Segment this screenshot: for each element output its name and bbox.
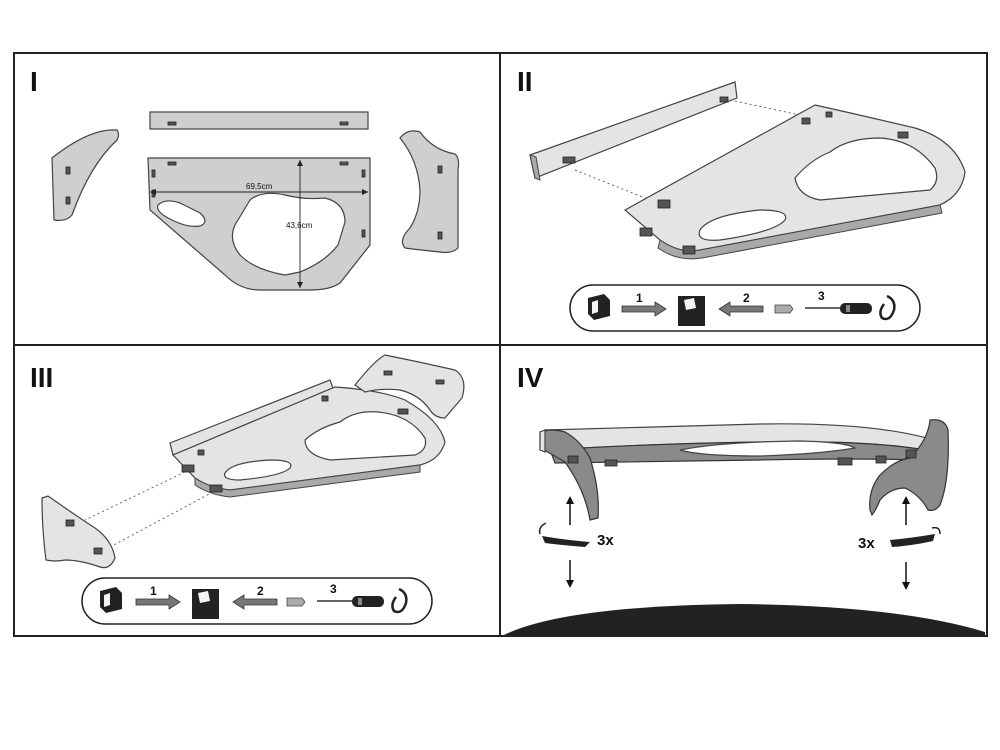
step-1-label: 1 xyxy=(636,291,643,305)
tray-clip xyxy=(197,449,205,456)
plate-clip xyxy=(151,169,156,178)
car-roof xyxy=(502,604,985,636)
right-rotate-icon xyxy=(931,526,941,535)
plate-clip xyxy=(657,199,671,209)
rail-clip xyxy=(719,96,729,103)
width-dimension-label: 69,5cm xyxy=(246,182,273,191)
plate-slot xyxy=(698,209,787,241)
panel-1: I 69,5cm 43,6cm xyxy=(30,66,460,291)
bracket-clip xyxy=(435,379,445,385)
left-lift-arrow xyxy=(566,496,574,525)
screw-icon xyxy=(774,304,794,314)
panel-4: IV 3x 3x xyxy=(502,362,985,636)
right-bracket-floating xyxy=(354,354,465,419)
plate-clip xyxy=(361,229,366,238)
plate-clip xyxy=(682,245,696,255)
rail-clip xyxy=(167,121,177,126)
left-foot-edge xyxy=(539,429,546,453)
plate-clip xyxy=(361,169,366,178)
arrow-right-icon xyxy=(135,594,181,610)
panel-grid xyxy=(13,52,988,637)
clip-open-icon xyxy=(100,587,122,613)
clip-closed-icon xyxy=(678,296,705,326)
step-2-label: 2 xyxy=(257,584,264,598)
rail-perspective xyxy=(529,81,738,179)
tray-edge xyxy=(194,464,421,498)
screw-icon xyxy=(286,597,306,607)
bracket-clip xyxy=(93,547,103,555)
assembly-guide-line xyxy=(107,491,214,549)
panel-3-number: III xyxy=(30,362,53,393)
tray-cutout xyxy=(304,411,427,461)
bracket-clip xyxy=(65,166,71,175)
tray-slot xyxy=(223,459,292,481)
clip-closed-icon xyxy=(192,589,219,619)
clip-open-icon xyxy=(588,294,610,320)
mount-clip xyxy=(567,455,579,464)
left-rotate-icon xyxy=(538,522,547,535)
plate-slot xyxy=(156,200,206,227)
left-bracket-floating xyxy=(41,495,116,569)
step-2-label: 2 xyxy=(743,291,750,305)
top-rail xyxy=(149,111,369,130)
spoiler-cutout xyxy=(679,440,857,457)
mount-clip xyxy=(604,459,618,467)
plate-clip xyxy=(897,131,909,139)
plate-clip xyxy=(801,117,811,125)
left-repeat-label: 3x xyxy=(597,532,614,549)
plate-clip xyxy=(167,161,177,166)
plate-clip xyxy=(639,227,653,237)
left-turn-icon xyxy=(542,536,590,547)
right-lift-arrow xyxy=(902,496,910,525)
left-down-arrow xyxy=(566,560,574,588)
tray-clip xyxy=(321,395,329,402)
bracket-clip xyxy=(65,519,75,527)
mount-clip xyxy=(905,449,917,459)
plate-cutout xyxy=(231,192,346,276)
right-down-arrow xyxy=(902,562,910,590)
panel-1-number: I xyxy=(30,66,38,97)
plate-cutout xyxy=(794,137,938,201)
tray-clip xyxy=(397,408,409,415)
bracket-clip xyxy=(437,231,443,240)
plate-clip xyxy=(339,161,349,166)
tray-clip xyxy=(209,484,223,493)
plate-edge xyxy=(657,204,943,260)
tray-clip xyxy=(181,464,195,473)
mount-clip xyxy=(875,455,887,464)
rail-clip xyxy=(339,121,349,126)
arrow-left-icon xyxy=(232,594,278,610)
right-repeat-label: 3x xyxy=(858,535,875,552)
screwdriver-icon xyxy=(805,303,872,314)
assembly-guide-line xyxy=(574,169,651,201)
right-turn-icon xyxy=(890,534,935,547)
screwdriver-icon xyxy=(317,596,384,607)
rotate-icon xyxy=(391,587,408,614)
mount-clip xyxy=(837,457,853,466)
right-side-bracket xyxy=(399,130,460,254)
panel-2-number: II xyxy=(517,66,533,97)
step-3-label: 3 xyxy=(818,289,825,303)
left-side-bracket xyxy=(51,129,120,222)
left-foot xyxy=(539,429,599,521)
height-dimension-label: 43,6cm xyxy=(286,221,313,230)
panel-2: II 1 2 3 xyxy=(517,66,966,332)
step-3-label: 3 xyxy=(330,582,337,596)
rotate-icon xyxy=(879,294,896,321)
rail-edge xyxy=(529,154,541,181)
bracket-clip xyxy=(383,370,393,376)
plate-clip xyxy=(825,111,833,118)
step-1-label: 1 xyxy=(150,584,157,598)
panel-4-number: IV xyxy=(517,362,544,393)
arrow-left-icon xyxy=(718,301,764,317)
panel-3: III 1 2 xyxy=(30,354,465,625)
bracket-clip xyxy=(65,196,71,205)
assembly-guide-line xyxy=(729,99,801,116)
assembly-guide-line xyxy=(84,471,186,521)
right-foot xyxy=(869,419,949,517)
arrow-right-icon xyxy=(621,301,667,317)
bracket-clip xyxy=(437,165,443,174)
rail-clip xyxy=(562,156,576,164)
